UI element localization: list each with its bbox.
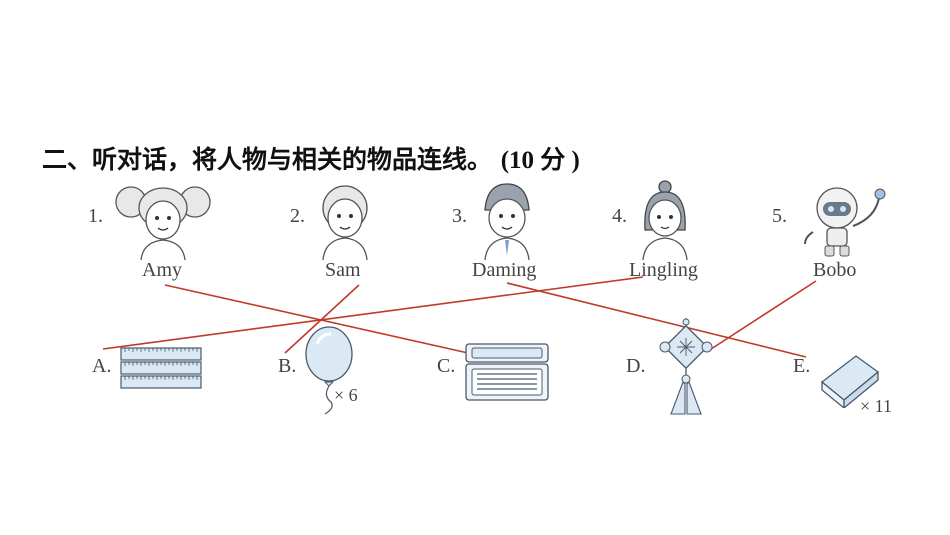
question-score: (10 分 ) [500, 147, 580, 174]
person-name-lingling: Lingling [629, 259, 698, 281]
balloon-quantity: × 6 [334, 385, 358, 405]
balloon-icon [303, 326, 355, 416]
chinese-knot-icon [655, 318, 717, 416]
match-line-bobo-d [707, 280, 817, 352]
match-line-daming-e [506, 282, 807, 358]
boy-daming-icon [477, 180, 537, 260]
person-number-3: 3. [452, 205, 467, 227]
person-number-4: 4. [612, 205, 627, 227]
person-number-1: 1. [88, 205, 103, 227]
rulers-icon [120, 346, 202, 390]
item-letter-d: D. [626, 355, 646, 377]
question-title: 二、听对话，将人物与相关的物品连线。 (10 分 ) [42, 140, 580, 176]
eraser-icon [818, 352, 882, 408]
item-letter-e: E. [793, 355, 811, 377]
robot-bobo-icon [795, 182, 895, 258]
girl-amy-icon [113, 180, 213, 260]
girl-lingling-icon [635, 180, 695, 260]
question-text: 二、听对话，将人物与相关的物品连线。 [42, 145, 493, 174]
item-letter-c: C. [437, 355, 456, 377]
boy-sam-icon [315, 180, 375, 260]
pencil-box-icon [463, 342, 551, 402]
item-letter-b: B. [278, 355, 297, 377]
person-name-daming: Daming [472, 259, 537, 281]
match-line-lingling-a [102, 276, 644, 350]
eraser-quantity: × 11 [860, 396, 892, 416]
match-line-amy-c [164, 284, 469, 354]
person-number-2: 2. [290, 205, 305, 227]
person-number-5: 5. [772, 205, 787, 227]
person-name-sam: Sam [325, 259, 361, 281]
person-name-amy: Amy [142, 259, 182, 281]
person-name-bobo: Bobo [813, 259, 857, 281]
item-letter-a: A. [92, 355, 112, 377]
